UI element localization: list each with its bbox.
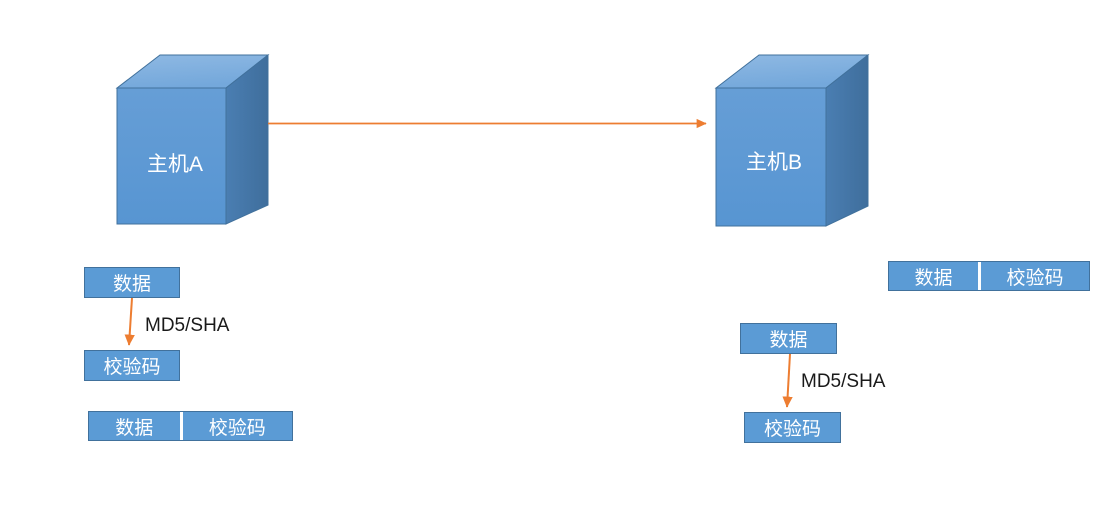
right-packet-data-cell: 数据 xyxy=(914,267,953,289)
right-packet-checksum-cell: 校验码 xyxy=(1006,267,1064,289)
right-checksum-box[interactable]: 校验码 xyxy=(744,412,841,443)
left-packet[interactable]: 数据 校验码 xyxy=(88,411,293,441)
right-packet[interactable]: 数据 校验码 xyxy=(888,261,1090,291)
right-data-box[interactable]: 数据 xyxy=(740,323,837,354)
right-packet-divider xyxy=(978,262,981,290)
host-b-cube xyxy=(714,53,870,227)
left-hash-arrow-label: MD5/SHA xyxy=(145,315,230,336)
right-hash-arrow xyxy=(782,353,793,408)
left-packet-checksum-cell: 校验码 xyxy=(208,417,266,439)
left-hash-arrow xyxy=(124,297,135,346)
host-a-label: 主机A xyxy=(147,153,204,176)
left-packet-data-cell: 数据 xyxy=(115,417,154,439)
right-hash-arrow-label: MD5/SHA xyxy=(801,371,886,392)
left-data-box[interactable]: 数据 xyxy=(84,267,180,298)
host-b-cube-front-face xyxy=(715,87,827,227)
left-packet-divider xyxy=(179,412,183,440)
host-a-cube-front-face xyxy=(116,87,227,225)
host-b-label: 主机B xyxy=(746,151,803,174)
host-a-cube xyxy=(115,53,270,225)
left-checksum-box[interactable]: 校验码 xyxy=(84,350,180,381)
